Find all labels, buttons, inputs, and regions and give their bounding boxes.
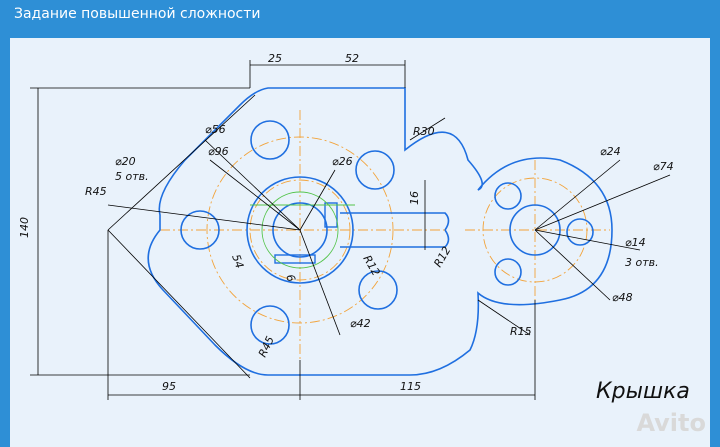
part-outline [147, 87, 613, 376]
dim-d20-count: 5 отв. [115, 170, 149, 183]
dim-25: 25 [268, 52, 282, 65]
dim-d96: ⌀96 [208, 145, 229, 158]
avito-watermark: Avito [636, 409, 706, 437]
dimension-lines [30, 60, 671, 400]
dim-d14: ⌀14 [625, 236, 646, 249]
dim-d24: ⌀24 [600, 145, 621, 158]
dim-d20: ⌀20 [115, 155, 136, 168]
centerlines [160, 110, 610, 360]
dim-d48: ⌀48 [612, 291, 633, 304]
dim-d42: ⌀42 [350, 317, 371, 330]
part-name: Крышка [596, 379, 690, 404]
dim-d56: ⌀56 [205, 123, 226, 136]
page-title: Задание повышенной сложности [14, 6, 261, 22]
drawing-sheet [10, 38, 710, 447]
dim-6: 6 [283, 273, 298, 284]
dim-r30: R30 [413, 125, 435, 138]
dim-d14-count: 3 отв. [625, 256, 659, 269]
dim-d74: ⌀74 [653, 160, 674, 173]
dim-95: 95 [162, 380, 176, 393]
dim-16: 16 [408, 191, 421, 205]
dim-140: 140 [18, 217, 31, 238]
dim-d26: ⌀26 [332, 155, 353, 168]
dim-r45-top: R45 [85, 185, 107, 198]
dim-52: 52 [345, 52, 359, 65]
dim-115: 115 [400, 380, 421, 393]
dim-r15: R15 [510, 325, 532, 338]
dim-54: 54 [229, 253, 246, 271]
